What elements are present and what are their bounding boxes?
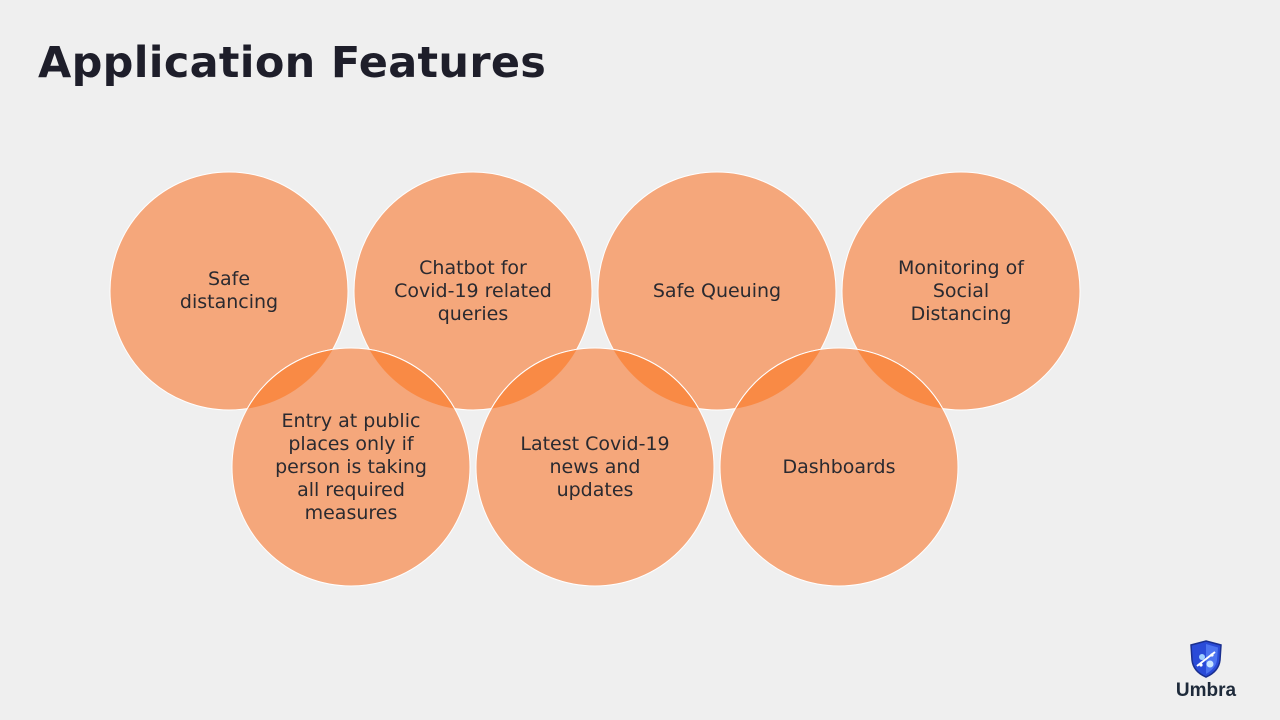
logo-name: Umbra [1175,680,1237,701]
circle-dashboards [719,347,959,587]
circle-safe-distancing [109,171,349,411]
circle-entry-public-places [231,347,471,587]
umbra-logo: Umbra [1166,640,1246,702]
circle-chatbot [353,171,593,411]
shield-logo-icon [1190,640,1222,678]
feature-label-safe-queuing: Safe Queuing [627,221,807,361]
feature-label-dashboards: Dashboards [749,397,929,537]
circles-top-row [109,171,1081,411]
page-title: Application Features [38,38,547,88]
feature-text: Dashboards [782,455,896,478]
circle-safe-queuing [597,171,837,411]
feature-text: Safe Queuing [652,279,782,302]
circles-bottom-row [231,347,959,587]
circle-latest-news [475,347,715,587]
circle-monitoring [841,171,1081,411]
